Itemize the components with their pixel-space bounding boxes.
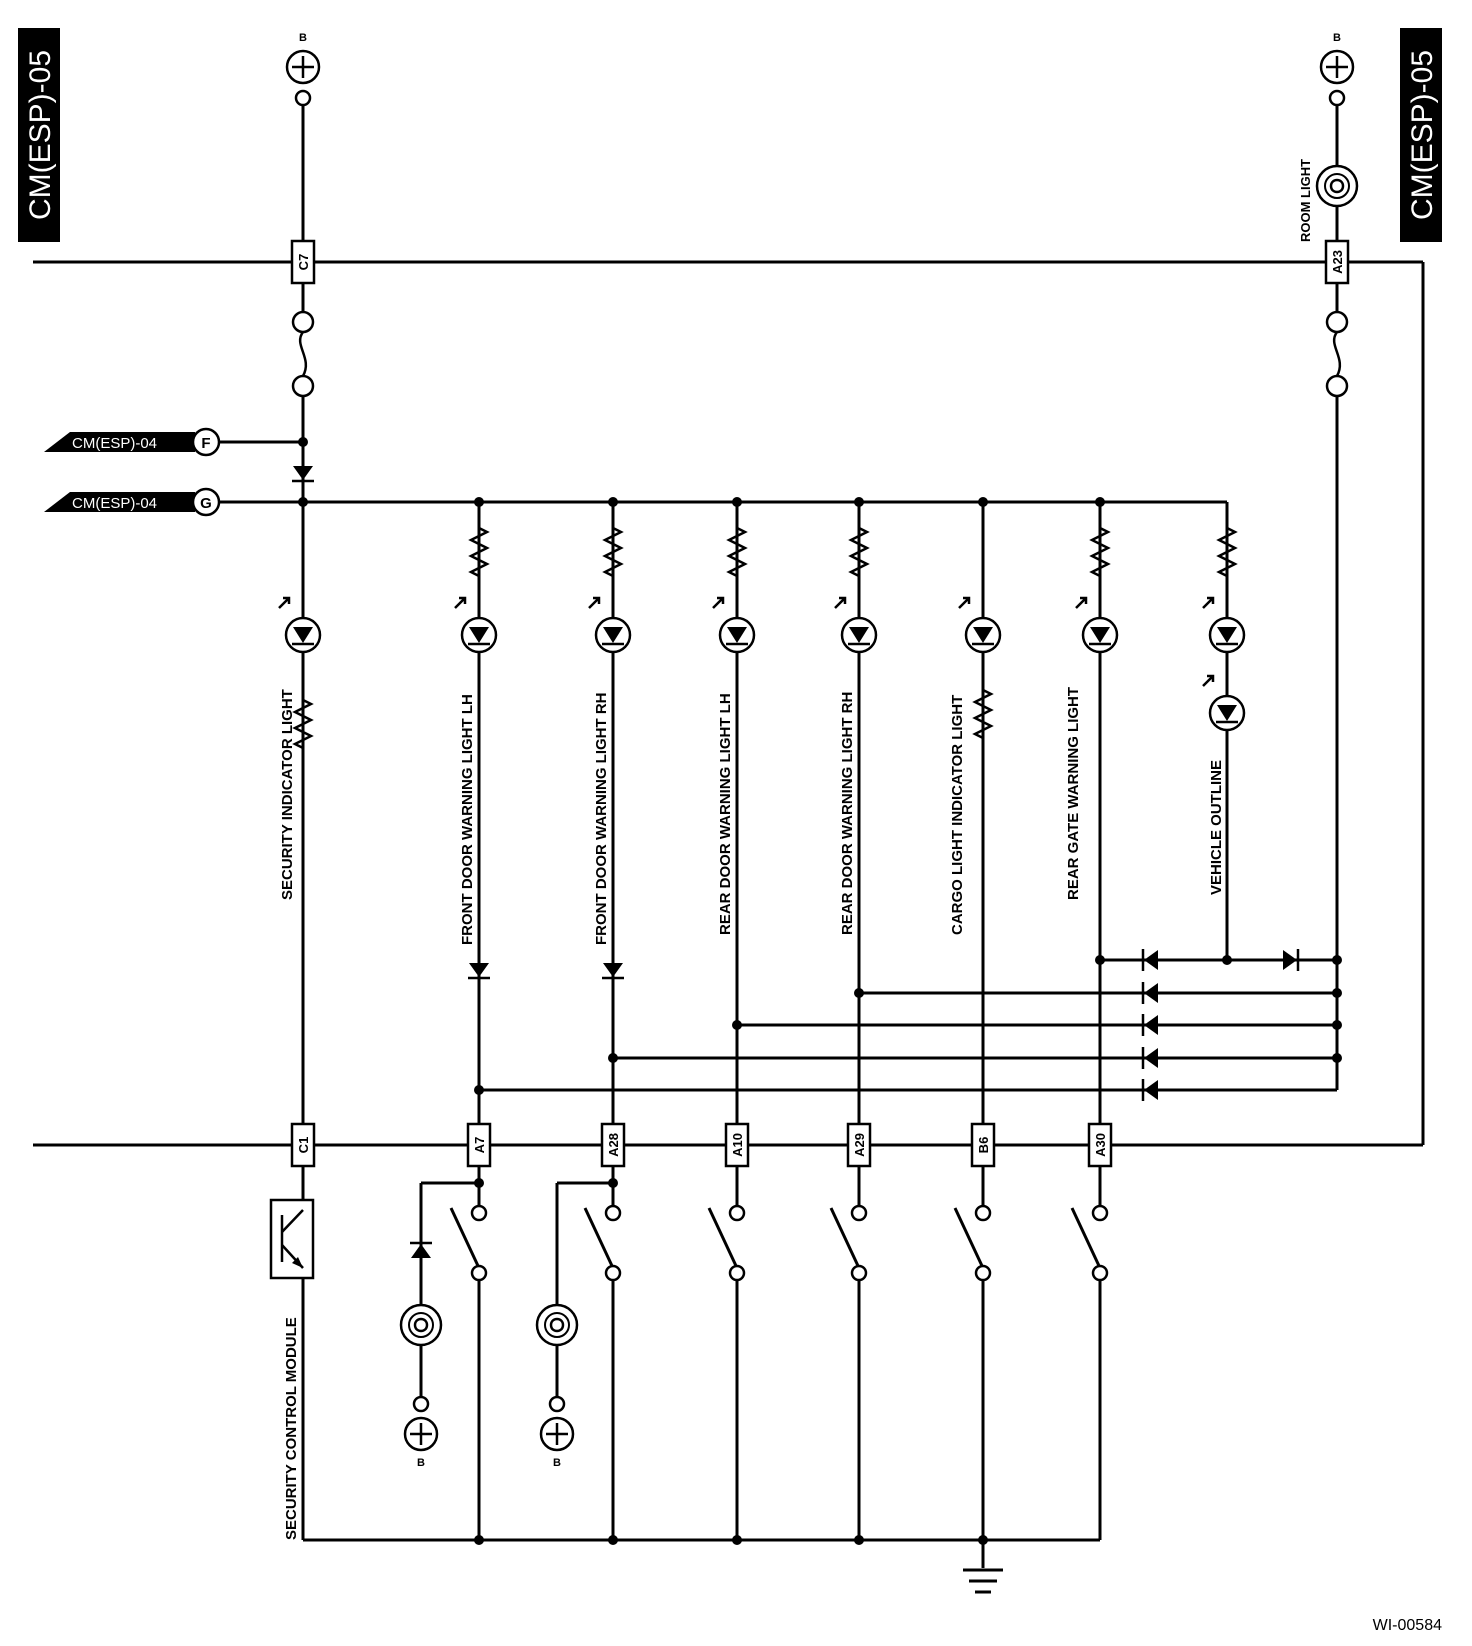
rear-gate-led — [1075, 596, 1119, 654]
fuse-left — [291, 310, 315, 398]
svg-text:B6: B6 — [976, 1137, 991, 1154]
svg-text:CM(ESP)-04: CM(ESP)-04 — [72, 495, 157, 512]
battery-terminal-rh: B — [539, 1395, 575, 1469]
security-control-module — [269, 1198, 315, 1280]
courtesy-lamp-rh — [535, 1303, 579, 1347]
battery-terminal-lh: B — [403, 1395, 439, 1469]
front-door-rh-led — [588, 596, 632, 654]
svg-text:B: B — [417, 1457, 425, 1469]
switch-front-rh — [555, 1166, 622, 1540]
front-door-lh-label: FRONT DOOR WARNING LIGHT LH — [459, 694, 476, 945]
connector-a23: A23 — [1324, 239, 1350, 285]
resistor-security — [292, 698, 314, 750]
front-door-lh-diode — [468, 963, 490, 980]
switch-rear-gate — [1070, 1166, 1109, 1540]
svg-text:C1: C1 — [296, 1137, 311, 1154]
diode-f-to-g — [292, 466, 314, 483]
security-indicator-label: SECURITY INDICATOR LIGHT — [279, 689, 296, 900]
courtesy-diode-lh — [410, 1241, 432, 1258]
rear-door-lh-led — [712, 596, 756, 654]
svg-text:A29: A29 — [852, 1133, 867, 1157]
svg-text:A30: A30 — [1093, 1133, 1108, 1157]
svg-text:B: B — [1333, 32, 1341, 44]
security-module-label: SECURITY CONTROL MODULE — [283, 1317, 300, 1540]
switch-rear-rh — [829, 1166, 868, 1540]
svg-text:CM(ESP)-05: CM(ESP)-05 — [1406, 50, 1439, 220]
svg-text:G: G — [200, 495, 212, 512]
figure-id: WI-00584 — [1373, 1617, 1442, 1634]
svg-text:C7: C7 — [296, 254, 311, 271]
page-tab-right: CM(ESP)-05 — [1400, 28, 1442, 242]
svg-text:A23: A23 — [1330, 250, 1345, 274]
battery-terminal-left: B — [285, 32, 321, 107]
resistor-front-lh — [468, 526, 490, 578]
switch-cargo — [953, 1166, 992, 1540]
rear-door-lh-label: REAR DOOR WARNING LIGHT LH — [717, 693, 734, 935]
cargo-light-label: CARGO LIGHT INDICATOR LIGHT — [949, 695, 966, 935]
offpage-ref-g: CM(ESP)-04 G — [44, 487, 303, 517]
front-door-rh-label: FRONT DOOR WARNING LIGHT RH — [593, 693, 610, 945]
switch-rear-lh — [707, 1166, 746, 1540]
page-tab-left: CM(ESP)-05 — [18, 28, 60, 242]
vehicle-outline-led-2 — [1202, 674, 1246, 732]
resistor-rear-lh — [726, 526, 748, 578]
ground-bus — [303, 1535, 1100, 1568]
svg-text:CM(ESP)-04: CM(ESP)-04 — [72, 435, 157, 452]
rear-door-rh-label: REAR DOOR WARNING LIGHT RH — [839, 692, 856, 935]
battery-terminal-right: B — [1319, 32, 1355, 107]
security-indicator-led — [278, 596, 322, 654]
rear-gate-label: REAR GATE WARNING LIGHT — [1065, 687, 1082, 900]
resistor-cargo — [972, 688, 994, 740]
vehicle-outline-label: VEHICLE OUTLINE — [1208, 760, 1225, 895]
fuse-right — [1325, 310, 1349, 398]
vehicle-outline-led-1 — [1202, 596, 1246, 654]
svg-text:A10: A10 — [730, 1133, 745, 1157]
front-door-rh-diode — [602, 963, 624, 980]
resistor-rear-rh — [848, 526, 870, 578]
room-light-label: ROOM LIGHT — [1298, 159, 1313, 242]
ground-icon — [963, 1568, 1003, 1594]
connector-c7: C7 — [290, 239, 316, 285]
svg-text:B: B — [299, 32, 307, 44]
cargo-light-led — [958, 596, 1002, 654]
svg-text:A7: A7 — [472, 1137, 487, 1154]
switch-front-lh — [419, 1166, 488, 1540]
svg-text:F: F — [201, 435, 210, 452]
resistor-front-rh — [602, 526, 624, 578]
rear-door-rh-led — [834, 596, 878, 654]
room-light-bulb — [1315, 164, 1359, 208]
front-door-lh-led — [454, 596, 498, 654]
diode-matrix — [479, 949, 1342, 1101]
offpage-ref-f: CM(ESP)-04 F — [44, 427, 303, 457]
svg-text:CM(ESP)-05: CM(ESP)-05 — [24, 50, 57, 220]
svg-text:A28: A28 — [606, 1133, 621, 1157]
svg-text:B: B — [553, 1457, 561, 1469]
resistor-rear-gate — [1089, 526, 1111, 578]
resistor-vehicle-outline — [1216, 526, 1238, 578]
courtesy-lamp-lh — [399, 1303, 443, 1347]
